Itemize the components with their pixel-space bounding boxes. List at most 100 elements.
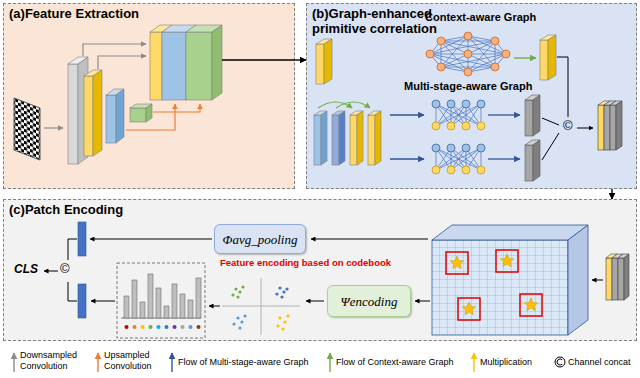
downsample-arrow	[98, 56, 146, 69]
flow-line	[306, 301, 324, 302]
feature-slab	[375, 111, 381, 165]
concat-symbol: ©	[563, 119, 573, 134]
multistage-flow-arrow	[390, 158, 424, 159]
concat-line	[577, 128, 593, 129]
feature-stack	[186, 32, 212, 100]
histogram	[157, 325, 161, 329]
legend-arrow	[97, 353, 98, 372]
patch-star	[462, 302, 475, 315]
upsample-arrow	[153, 104, 200, 112]
patch-window	[496, 250, 518, 272]
upsample-arrow	[126, 104, 200, 130]
output-label: CLS	[14, 263, 38, 277]
codebook-scatter	[286, 314, 289, 317]
codebook-note: Feature encoding based on codebook	[220, 258, 391, 269]
flow-line	[44, 271, 58, 272]
feature-stack	[604, 105, 610, 150]
legend-text: Channel concat	[568, 357, 631, 368]
feature-slab	[525, 100, 533, 136]
codebook-scatter	[231, 285, 244, 298]
codebook-scatter	[280, 295, 283, 298]
context-flow-arrow	[336, 102, 370, 108]
feature-slab	[68, 57, 152, 164]
patch-window	[446, 250, 542, 320]
concat-symbol	[557, 359, 562, 365]
legend-text: Multiplication	[480, 357, 532, 368]
codebook-scatter	[283, 320, 286, 323]
histogram	[197, 325, 201, 329]
legend-arrow	[329, 353, 330, 372]
stage-panel: (a)Feature Extraction	[3, 3, 295, 189]
graph-vertex	[432, 144, 440, 152]
feature-slab	[525, 95, 540, 181]
output-line	[222, 59, 295, 60]
histogram	[172, 284, 177, 318]
concat-line	[542, 133, 559, 160]
graph-vertex	[491, 37, 499, 45]
codebook-scatter	[238, 290, 241, 293]
multistage-flow-arrow	[488, 114, 520, 115]
stage-panel: (b)Graph-enhanced primitive correlation	[306, 3, 637, 189]
codebook-scatter	[281, 327, 284, 330]
feature-stack	[598, 101, 622, 150]
codebook-scatter	[240, 320, 243, 323]
histogram	[117, 263, 205, 338]
flow-arrow	[611, 189, 612, 199]
graph-vertex	[432, 100, 485, 152]
histogram	[148, 274, 153, 318]
feature-slab	[321, 111, 327, 165]
graph-edge	[430, 36, 506, 72]
input-image	[14, 98, 40, 160]
feature-slab	[324, 39, 332, 84]
histogram	[156, 288, 161, 318]
codebook-scatter	[243, 314, 246, 317]
codebook-scatter	[234, 287, 237, 290]
feature-slab	[106, 95, 116, 143]
codebook-scatter	[276, 324, 279, 327]
graph-vertex	[464, 32, 472, 40]
concat-line	[557, 57, 568, 117]
feature-slab	[533, 140, 540, 181]
concat-symbol: ©	[60, 262, 70, 277]
feature-stack	[606, 258, 612, 300]
histogram	[164, 306, 169, 318]
input-arrow	[44, 127, 63, 128]
legend-arrow	[14, 353, 474, 372]
upsample-arrow	[126, 104, 175, 130]
codebook-scatter	[275, 286, 288, 298]
panel-heading: (a)Feature Extraction	[9, 6, 229, 21]
graph-vertex	[447, 144, 455, 152]
feature-slab	[368, 115, 375, 165]
feature-slab	[357, 111, 363, 165]
graph-vertex	[432, 122, 485, 174]
codebook-scatter	[278, 286, 281, 289]
graph-vertex	[432, 100, 485, 174]
histogram	[125, 325, 129, 329]
feature-stack	[598, 105, 604, 150]
feature-slab	[548, 35, 556, 80]
feature-stack	[162, 32, 186, 100]
box-label: Ψencoding	[341, 294, 398, 309]
concat-symbol	[555, 357, 565, 367]
graph-vertex	[432, 100, 440, 108]
feature-slab	[525, 145, 533, 181]
concat-line	[542, 118, 559, 125]
legend-text: Upsampled Convolution	[104, 350, 166, 372]
feature-slab	[93, 70, 102, 156]
codebook-scatter	[236, 316, 239, 319]
histogram	[181, 325, 185, 329]
histogram	[124, 274, 201, 318]
graph-vertex	[432, 166, 440, 174]
graph-vertex	[462, 122, 470, 130]
patch-grid	[432, 225, 588, 335]
feature-stack	[212, 25, 222, 100]
feature-slab	[339, 111, 345, 165]
feature-slab	[84, 76, 93, 156]
feature-slab	[533, 95, 540, 136]
codebook-scatter	[231, 293, 234, 296]
legend-arrow	[171, 353, 172, 372]
flow-line	[415, 301, 430, 302]
patch-window	[446, 252, 468, 274]
histogram	[141, 325, 145, 329]
